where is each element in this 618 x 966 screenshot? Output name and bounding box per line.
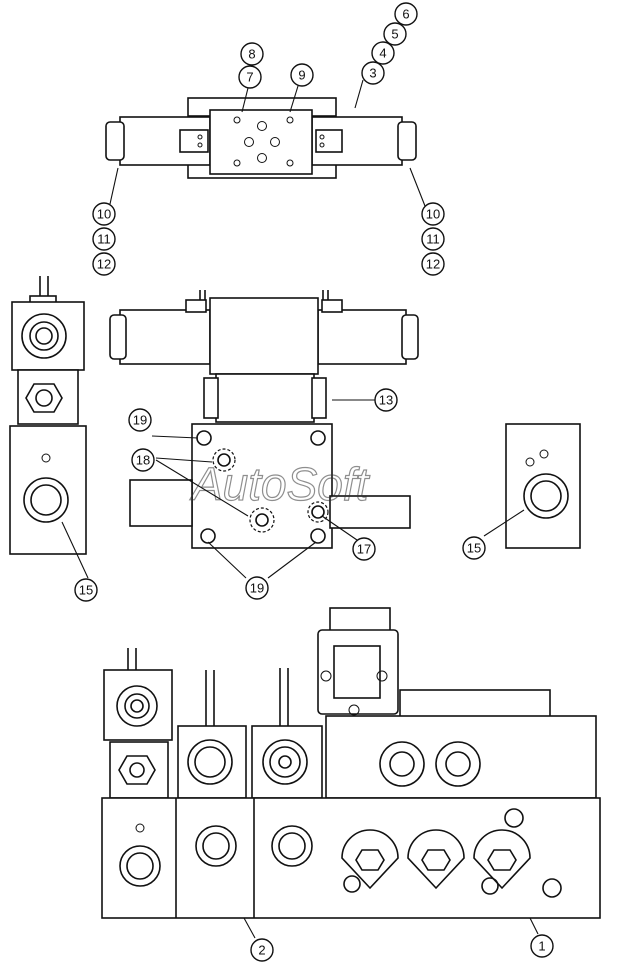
callout-8: 8 bbox=[240, 42, 264, 66]
callout-13: 13 bbox=[374, 388, 398, 412]
svg-text:2: 2 bbox=[258, 943, 265, 958]
callout-1: 1 bbox=[530, 934, 554, 958]
callout-2: 2 bbox=[250, 938, 274, 962]
leader-lines bbox=[61, 79, 539, 939]
svg-text:11: 11 bbox=[426, 232, 440, 247]
callout-4: 4 bbox=[371, 41, 395, 65]
svg-text:4: 4 bbox=[379, 46, 386, 61]
callout-10-right: 10 bbox=[421, 202, 445, 226]
svg-text:15: 15 bbox=[467, 541, 481, 556]
svg-text:9: 9 bbox=[298, 68, 305, 83]
svg-text:15: 15 bbox=[79, 583, 93, 598]
callout-12-left: 12 bbox=[92, 252, 116, 276]
callout-3: 3 bbox=[361, 61, 385, 85]
callout-17: 17 bbox=[352, 537, 376, 561]
svg-text:12: 12 bbox=[426, 257, 440, 272]
callout-5: 5 bbox=[383, 22, 407, 46]
svg-text:7: 7 bbox=[246, 70, 253, 85]
svg-text:1: 1 bbox=[538, 939, 545, 954]
svg-text:19: 19 bbox=[250, 581, 264, 596]
middle-center-valve-assembly bbox=[109, 290, 419, 549]
callout-19-top: 19 bbox=[128, 408, 152, 432]
callout-11-left: 11 bbox=[92, 227, 116, 251]
svg-text:18: 18 bbox=[136, 453, 150, 468]
svg-text:19: 19 bbox=[133, 413, 147, 428]
svg-text:17: 17 bbox=[357, 542, 371, 557]
callout-12-right: 12 bbox=[421, 252, 445, 276]
callout-11-right: 11 bbox=[421, 227, 445, 251]
callout-10-left: 10 bbox=[92, 202, 116, 226]
svg-text:6: 6 bbox=[402, 7, 409, 22]
callout-9: 9 bbox=[290, 63, 314, 87]
svg-text:10: 10 bbox=[426, 207, 440, 222]
callout-6: 6 bbox=[394, 2, 418, 26]
bottom-valve-bank bbox=[101, 607, 601, 919]
callout-18: 18 bbox=[131, 448, 155, 472]
callout-15-left: 15 bbox=[74, 578, 98, 602]
svg-text:13: 13 bbox=[379, 393, 393, 408]
svg-text:10: 10 bbox=[97, 207, 111, 222]
middle-left-solenoid-stack bbox=[9, 276, 87, 555]
watermark: AutoSoft bbox=[189, 458, 371, 510]
callout-15-right: 15 bbox=[462, 536, 486, 560]
svg-text:3: 3 bbox=[369, 66, 376, 81]
svg-text:11: 11 bbox=[97, 232, 111, 247]
svg-text:12: 12 bbox=[97, 257, 111, 272]
svg-text:8: 8 bbox=[248, 47, 255, 62]
svg-text:5: 5 bbox=[391, 27, 398, 42]
top-solenoid-valve bbox=[105, 97, 417, 179]
callout-19-bottom: 19 bbox=[245, 576, 269, 600]
callout-7: 7 bbox=[238, 65, 262, 89]
middle-right-plate bbox=[505, 423, 581, 549]
